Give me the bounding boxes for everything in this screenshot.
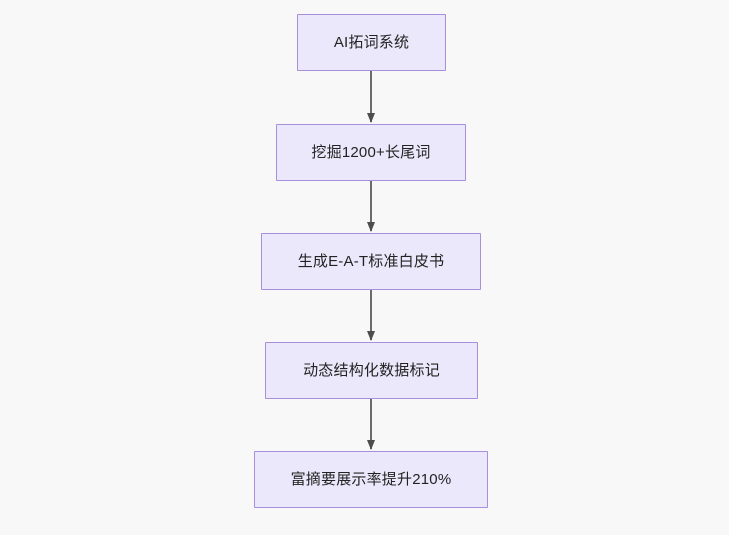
flow-node-generate-eat-whitepaper[interactable]: 生成E-A-T标准白皮书 [261,233,481,290]
flow-node-label: 挖掘1200+长尾词 [311,143,431,161]
flow-node-mine-longtail-keywords[interactable]: 挖掘1200+长尾词 [276,124,466,181]
flow-node-dynamic-structured-data[interactable]: 动态结构化数据标记 [265,342,478,399]
flow-node-rich-snippet-uplift[interactable]: 富摘要展示率提升210% [254,451,488,508]
flow-node-label: 动态结构化数据标记 [303,361,440,379]
flow-node-ai-keyword-system[interactable]: AI拓词系统 [297,14,446,71]
flow-node-label: 富摘要展示率提升210% [290,470,452,488]
flow-node-label: AI拓词系统 [333,33,410,51]
flow-node-label: 生成E-A-T标准白皮书 [297,252,445,270]
